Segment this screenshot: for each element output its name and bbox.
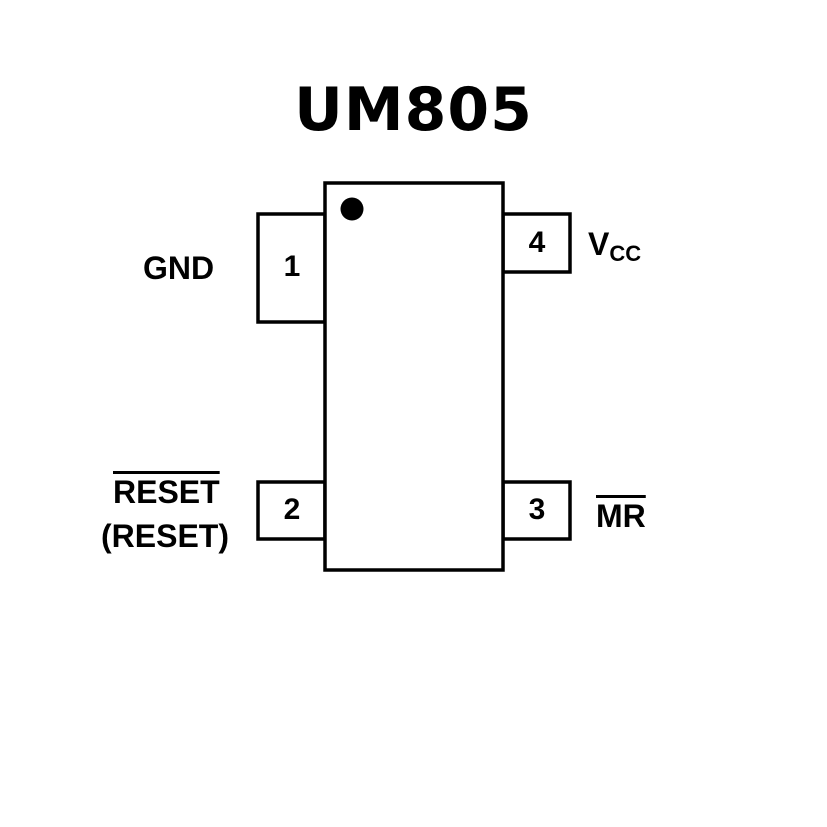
chip-body	[323, 181, 505, 572]
pin-3-pad	[501, 480, 572, 541]
pin-4-number: 4	[528, 226, 546, 259]
pin-3-label: MR	[596, 498, 646, 534]
pin-2-number: 2	[283, 493, 301, 526]
pin-2-pad	[256, 480, 327, 541]
pin-4-label-main: V	[588, 226, 610, 262]
pin-2-label-line2: (RESET)	[101, 518, 229, 554]
pin-1-label: GND	[143, 250, 215, 286]
pin-4-label: VCC	[588, 226, 641, 272]
pin-4-label-sub: CC	[609, 241, 642, 266]
pin1-marker-dot	[340, 197, 364, 221]
pin-1-pad	[256, 212, 327, 324]
chip-title: UM805	[294, 75, 533, 145]
pin-2-label-line1: RESET	[113, 474, 220, 510]
pin-1-number: 1	[283, 250, 301, 283]
pin-3-number: 3	[528, 493, 546, 526]
